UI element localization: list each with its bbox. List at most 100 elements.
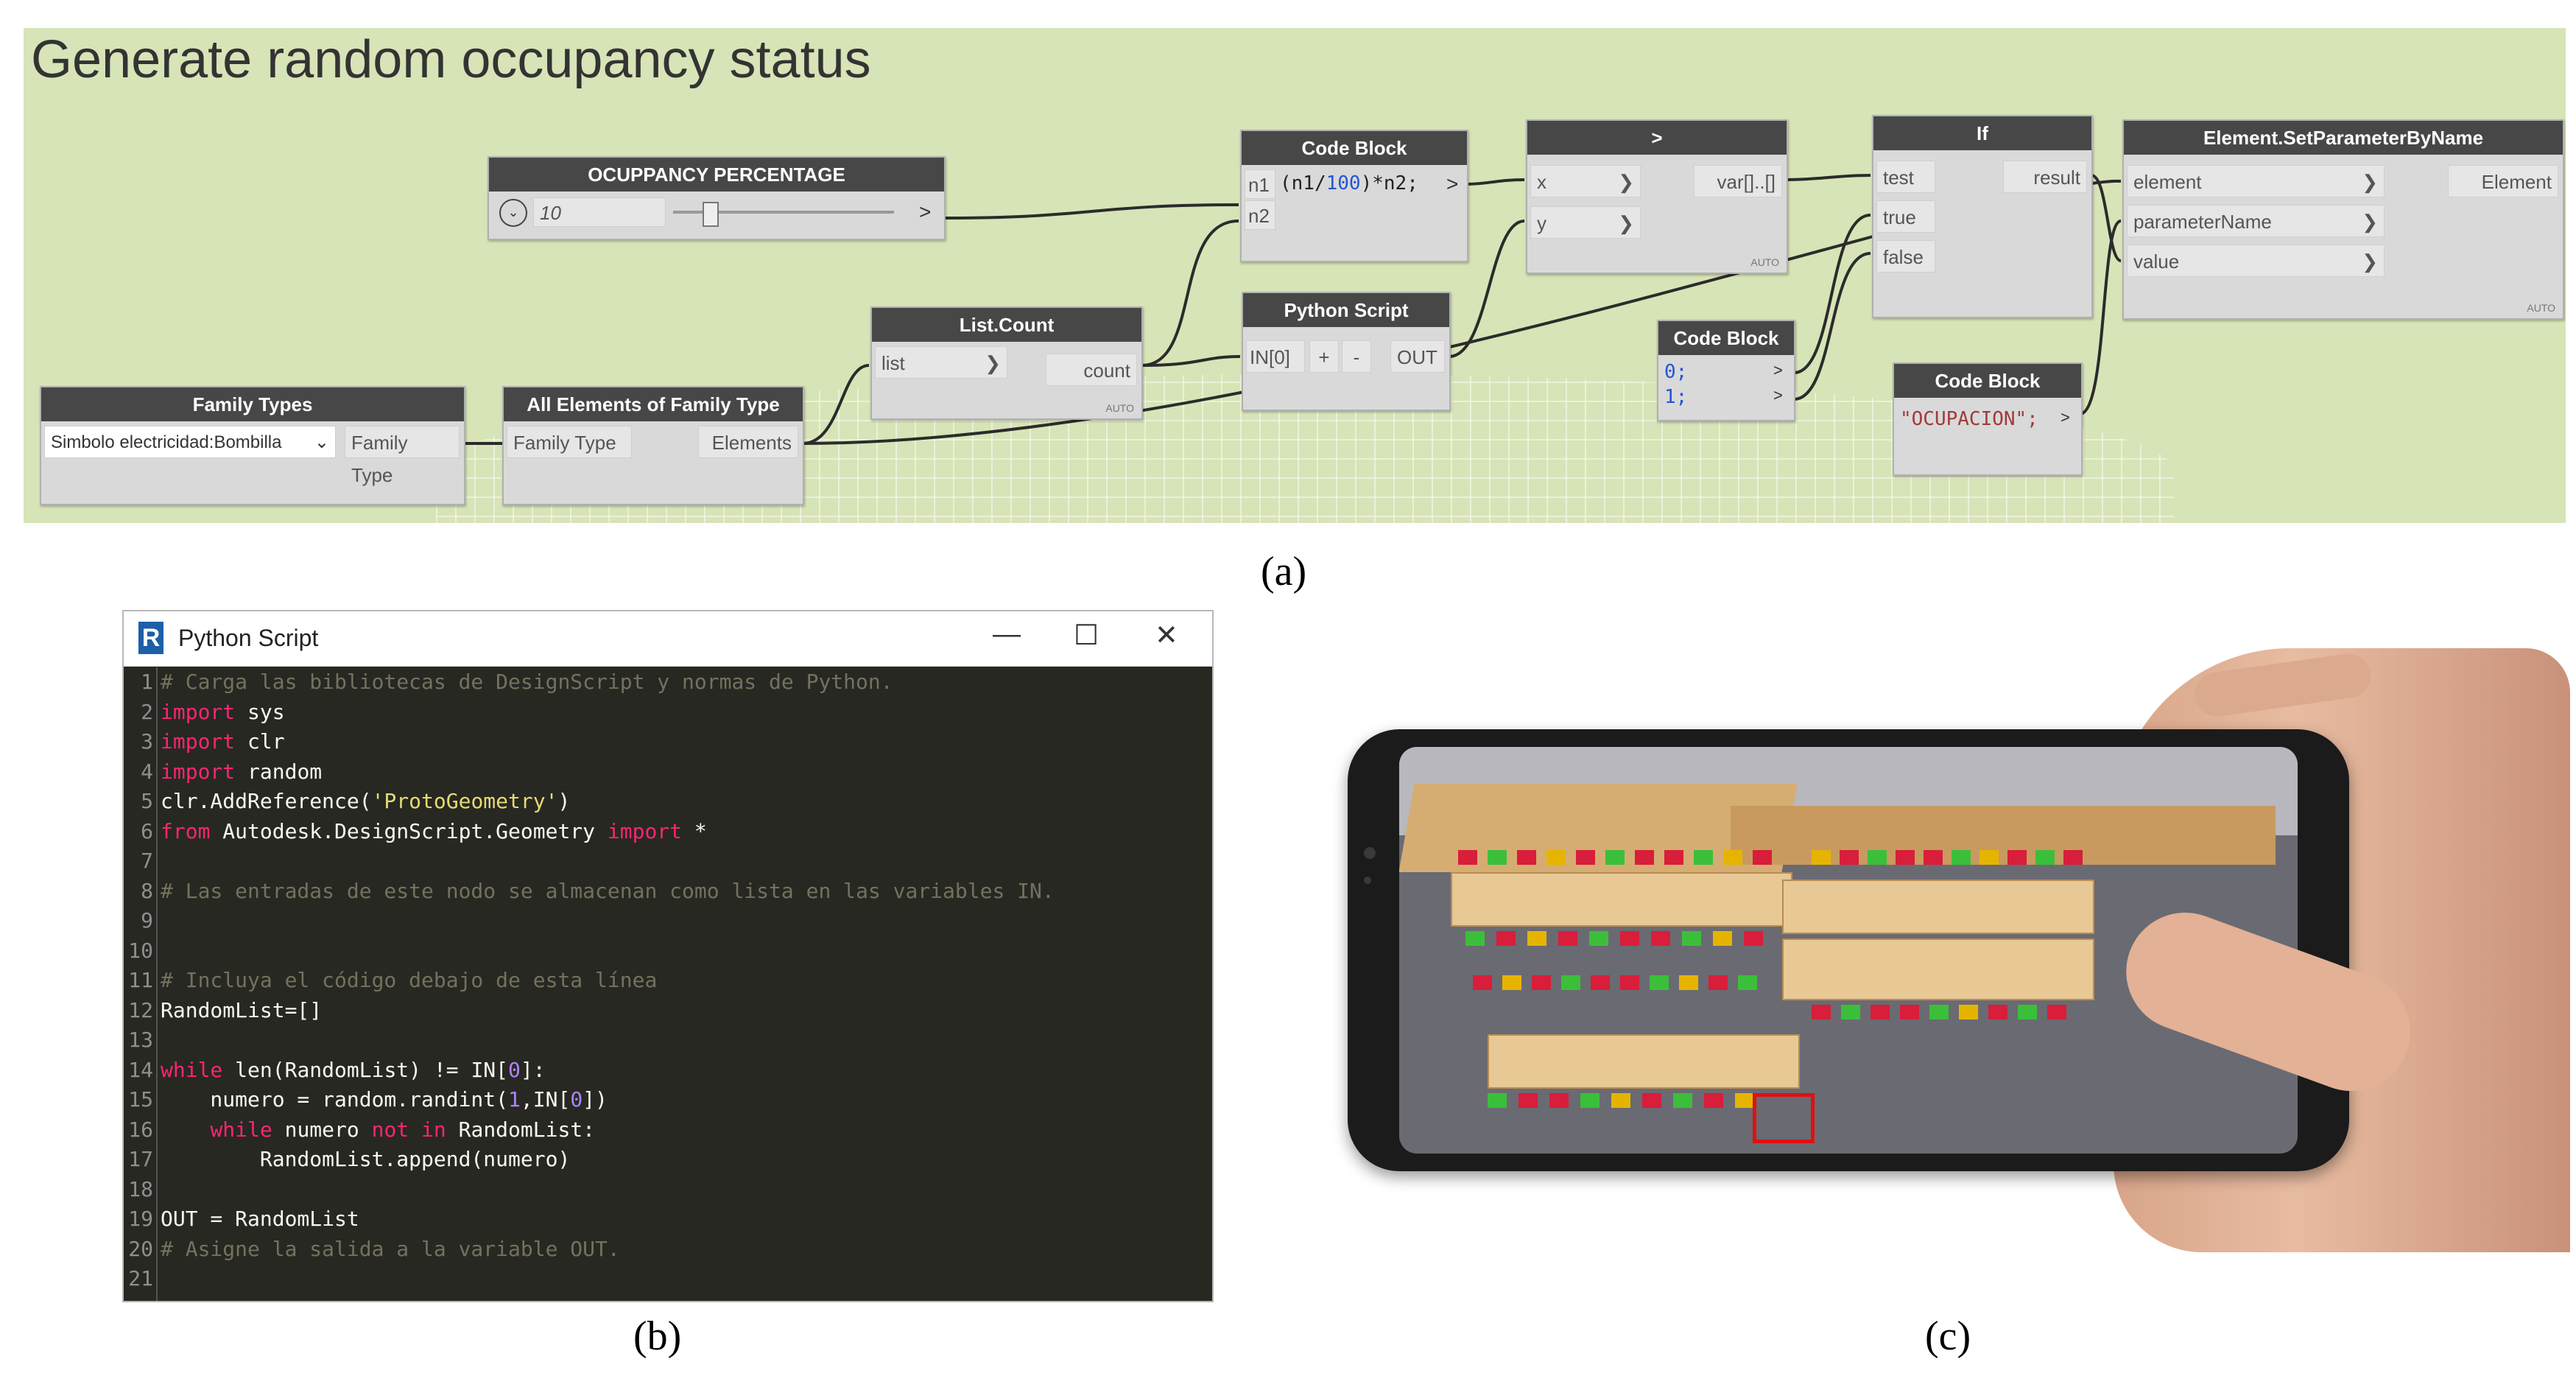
output-port-elements[interactable]: Elements bbox=[698, 426, 798, 458]
chevron-down-icon: ⌄ bbox=[314, 432, 329, 452]
output-port[interactable]: > bbox=[1773, 361, 1783, 379]
code-line[interactable]: 18 bbox=[124, 1175, 161, 1204]
minimize-button[interactable]: — bbox=[993, 619, 1021, 650]
output-port-family-type[interactable]: Family Type bbox=[345, 426, 460, 486]
seat bbox=[1704, 1093, 1723, 1108]
seat bbox=[1713, 931, 1732, 946]
node-code-block-formula[interactable]: Code Block n1 n2 (n1/100)*n2; > bbox=[1240, 130, 1468, 262]
code-line[interactable]: 1# Carga las bibliotecas de DesignScript… bbox=[124, 667, 893, 697]
output-port-element[interactable]: Element bbox=[2448, 165, 2558, 197]
close-button[interactable]: ✕ bbox=[1155, 620, 1178, 651]
output-port[interactable]: > bbox=[919, 200, 932, 223]
slider-track[interactable] bbox=[673, 211, 894, 214]
seat bbox=[1611, 1093, 1630, 1108]
node-header: Code Block bbox=[1658, 321, 1794, 355]
code-line[interactable]: 15 numero = random.randint(1,IN[0]) bbox=[124, 1085, 608, 1115]
node-set-parameter-by-name[interactable]: Element.SetParameterByName element ❯ par… bbox=[2122, 119, 2564, 320]
input-port-false[interactable]: false bbox=[1876, 240, 1935, 273]
slider-thumb[interactable] bbox=[703, 202, 719, 227]
seat bbox=[1488, 850, 1507, 865]
line-text: while len(RandomList) != IN[0]: bbox=[161, 1057, 546, 1082]
input-port-n2[interactable]: n2 bbox=[1245, 200, 1275, 230]
node-family-types[interactable]: Family Types Simbolo electricidad:Bombil… bbox=[40, 386, 465, 505]
seat bbox=[1546, 850, 1566, 865]
node-all-elements-of-family-type[interactable]: All Elements of Family Type Family Type … bbox=[502, 386, 804, 505]
seat bbox=[1812, 850, 1831, 865]
node-if[interactable]: If test true false result bbox=[1872, 115, 2093, 318]
code-line[interactable]: 21 bbox=[124, 1264, 161, 1293]
wire-elements-to-listcount bbox=[802, 364, 870, 445]
input-port-parameter-name[interactable]: parameterName ❯ bbox=[2127, 205, 2385, 237]
maximize-button[interactable]: ☐ bbox=[1074, 620, 1099, 651]
code-line[interactable]: 16 while numero not in RandomList: bbox=[124, 1115, 595, 1145]
output-port-count[interactable]: count bbox=[1046, 354, 1137, 386]
input-port-n1[interactable]: n1 bbox=[1245, 169, 1275, 199]
node-greater-than[interactable]: > x ❯ y ❯ var[]..[] AUTO bbox=[1526, 119, 1788, 274]
camera-icon bbox=[1364, 847, 1376, 859]
slider-expand-icon[interactable]: ⌄ bbox=[499, 199, 527, 227]
line-number: 8 bbox=[141, 878, 153, 903]
slider-value-field[interactable]: 10 bbox=[533, 197, 666, 227]
seat bbox=[1952, 850, 1971, 865]
wire-code1-to-x bbox=[1465, 178, 1525, 186]
port-label: y bbox=[1537, 212, 1546, 234]
code-editor[interactable]: 1# Carga las bibliotecas de DesignScript… bbox=[124, 667, 1212, 1301]
seat bbox=[1589, 931, 1608, 946]
code-formula[interactable]: (n1/100)*n2; bbox=[1280, 172, 1418, 194]
graph-title: Generate random occupancy status bbox=[31, 30, 871, 89]
node-occupancy-percentage[interactable]: OCUPPANCY PERCENTAGE ⌄ 10 > bbox=[488, 156, 946, 240]
remove-input-button[interactable]: - bbox=[1342, 340, 1371, 373]
seat bbox=[1558, 931, 1577, 946]
node-code-block-values[interactable]: Code Block 0; 1; > > bbox=[1657, 320, 1795, 421]
output-port-out[interactable]: OUT bbox=[1390, 340, 1445, 373]
output-port-result[interactable]: result bbox=[2003, 161, 2087, 193]
seat bbox=[1561, 975, 1580, 990]
seat bbox=[1753, 850, 1772, 865]
code-line-0[interactable]: 0; bbox=[1664, 361, 1688, 383]
node-code-block-parameter[interactable]: Code Block "OCUPACION"; > bbox=[1893, 362, 2083, 476]
input-port-value[interactable]: value ❯ bbox=[2127, 245, 2385, 277]
input-port-y[interactable]: y ❯ bbox=[1530, 206, 1641, 239]
input-port-in0[interactable]: IN[0] bbox=[1246, 340, 1305, 373]
port-label: parameterName bbox=[2133, 211, 2272, 233]
input-port-test[interactable]: test bbox=[1876, 161, 1935, 193]
code-parameter-name[interactable]: "OCUPACION"; bbox=[1900, 408, 2038, 430]
node-list-count[interactable]: List.Count list ❯ count AUTO bbox=[870, 306, 1143, 420]
code-line[interactable]: 13 bbox=[124, 1025, 161, 1055]
input-port-element[interactable]: element ❯ bbox=[2127, 165, 2385, 197]
code-line-1[interactable]: 1; bbox=[1664, 386, 1688, 408]
output-port-var[interactable]: var[]..[] bbox=[1694, 165, 1782, 197]
code-line[interactable]: 7 bbox=[124, 846, 161, 876]
line-number: 12 bbox=[128, 997, 153, 1022]
input-port-true[interactable]: true bbox=[1876, 200, 1935, 233]
caption-a: (a) bbox=[1261, 549, 1307, 594]
input-port-list[interactable]: list ❯ bbox=[875, 346, 1007, 379]
input-port-x[interactable]: x ❯ bbox=[1530, 165, 1641, 197]
code-line[interactable]: 10 bbox=[124, 936, 161, 966]
output-port[interactable]: > bbox=[2061, 408, 2070, 427]
dynamo-graph-canvas[interactable]: Generate random occupancy status OCUPPAN… bbox=[24, 28, 2566, 523]
code-line[interactable]: 9 bbox=[124, 906, 161, 936]
phone-screen[interactable] bbox=[1399, 747, 2298, 1154]
code-line[interactable]: 20# Asigne la salida a la variable OUT. bbox=[124, 1235, 619, 1264]
python-script-window[interactable]: R Python Script — ☐ ✕ 1# Carga las bibli… bbox=[122, 610, 1214, 1302]
output-port[interactable]: > bbox=[1446, 172, 1459, 195]
output-port[interactable]: > bbox=[1773, 386, 1783, 404]
code-line[interactable]: 8# Las entradas de este nodo se almacena… bbox=[124, 877, 1055, 906]
node-header: Code Block bbox=[1242, 131, 1467, 165]
node-python-script[interactable]: Python Script IN[0] + - OUT bbox=[1242, 292, 1451, 411]
code-line[interactable]: 11# Incluya el código debajo de esta lín… bbox=[124, 966, 657, 995]
window-titlebar[interactable]: R Python Script — ☐ ✕ bbox=[124, 611, 1212, 667]
input-port-family-type[interactable]: Family Type bbox=[507, 426, 632, 458]
add-input-button[interactable]: + bbox=[1309, 340, 1339, 373]
family-type-dropdown[interactable]: Simbolo electricidad:Bombilla ⌄ bbox=[44, 426, 336, 458]
code-line[interactable]: 17 RandomList.append(numero) bbox=[124, 1145, 570, 1174]
